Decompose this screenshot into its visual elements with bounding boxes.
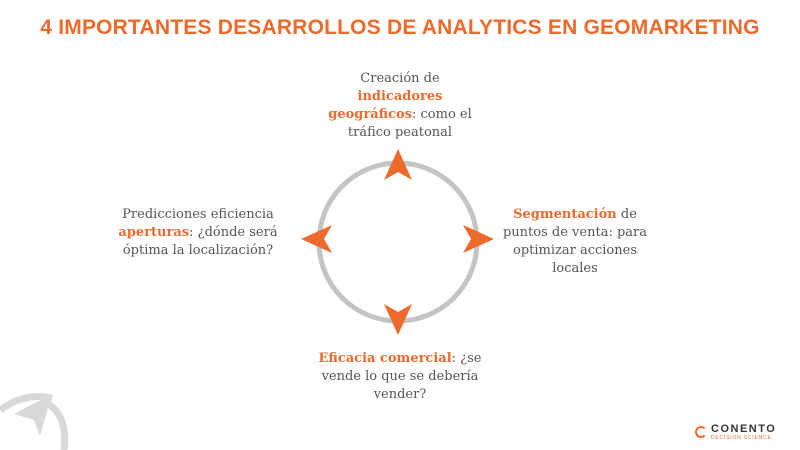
logo-name: CONENTO — [711, 422, 777, 435]
label-top-pre: Creación de — [360, 71, 440, 86]
arrow-right-icon — [463, 225, 494, 253]
label-left-pre: Predicciones eficiencia — [122, 207, 274, 222]
cycle-circle — [316, 160, 480, 324]
arrow-up-icon — [384, 149, 412, 180]
arrow-left-icon — [301, 225, 332, 253]
label-right: Segmentación de puntos de venta: para op… — [500, 206, 650, 278]
label-top-highlight: indicadores geográficos — [328, 89, 443, 122]
corner-decoration-icon — [0, 393, 69, 450]
label-top-post: : como el tráfico peatonal — [347, 107, 472, 140]
arrow-down-icon — [384, 304, 412, 335]
label-top: Creación de indicadores geográficos: com… — [318, 70, 482, 142]
label-left: Predicciones eficiencia aperturas: ¿dónd… — [110, 206, 286, 260]
label-bottom: Eficacia comercial: ¿se vende lo que se … — [318, 350, 482, 404]
label-left-highlight: aperturas — [118, 225, 190, 240]
label-bottom-highlight: Eficacia comercial — [318, 351, 452, 366]
logo-ring-icon — [695, 426, 707, 438]
page-title: 4 IMPORTANTES DESARROLLOS DE ANALYTICS E… — [40, 16, 760, 39]
conento-logo: CONENTO DECISION SCIENCE — [695, 422, 776, 442]
label-right-highlight: Segmentación — [513, 207, 617, 222]
label-left-post: : ¿dónde será óptima la localización? — [122, 225, 278, 258]
logo-subtitle: DECISION SCIENCE — [711, 434, 772, 441]
label-right-post: de puntos de venta: para optimizar accio… — [502, 207, 647, 276]
label-bottom-post: : ¿se vende lo que se debería vender? — [321, 351, 482, 402]
